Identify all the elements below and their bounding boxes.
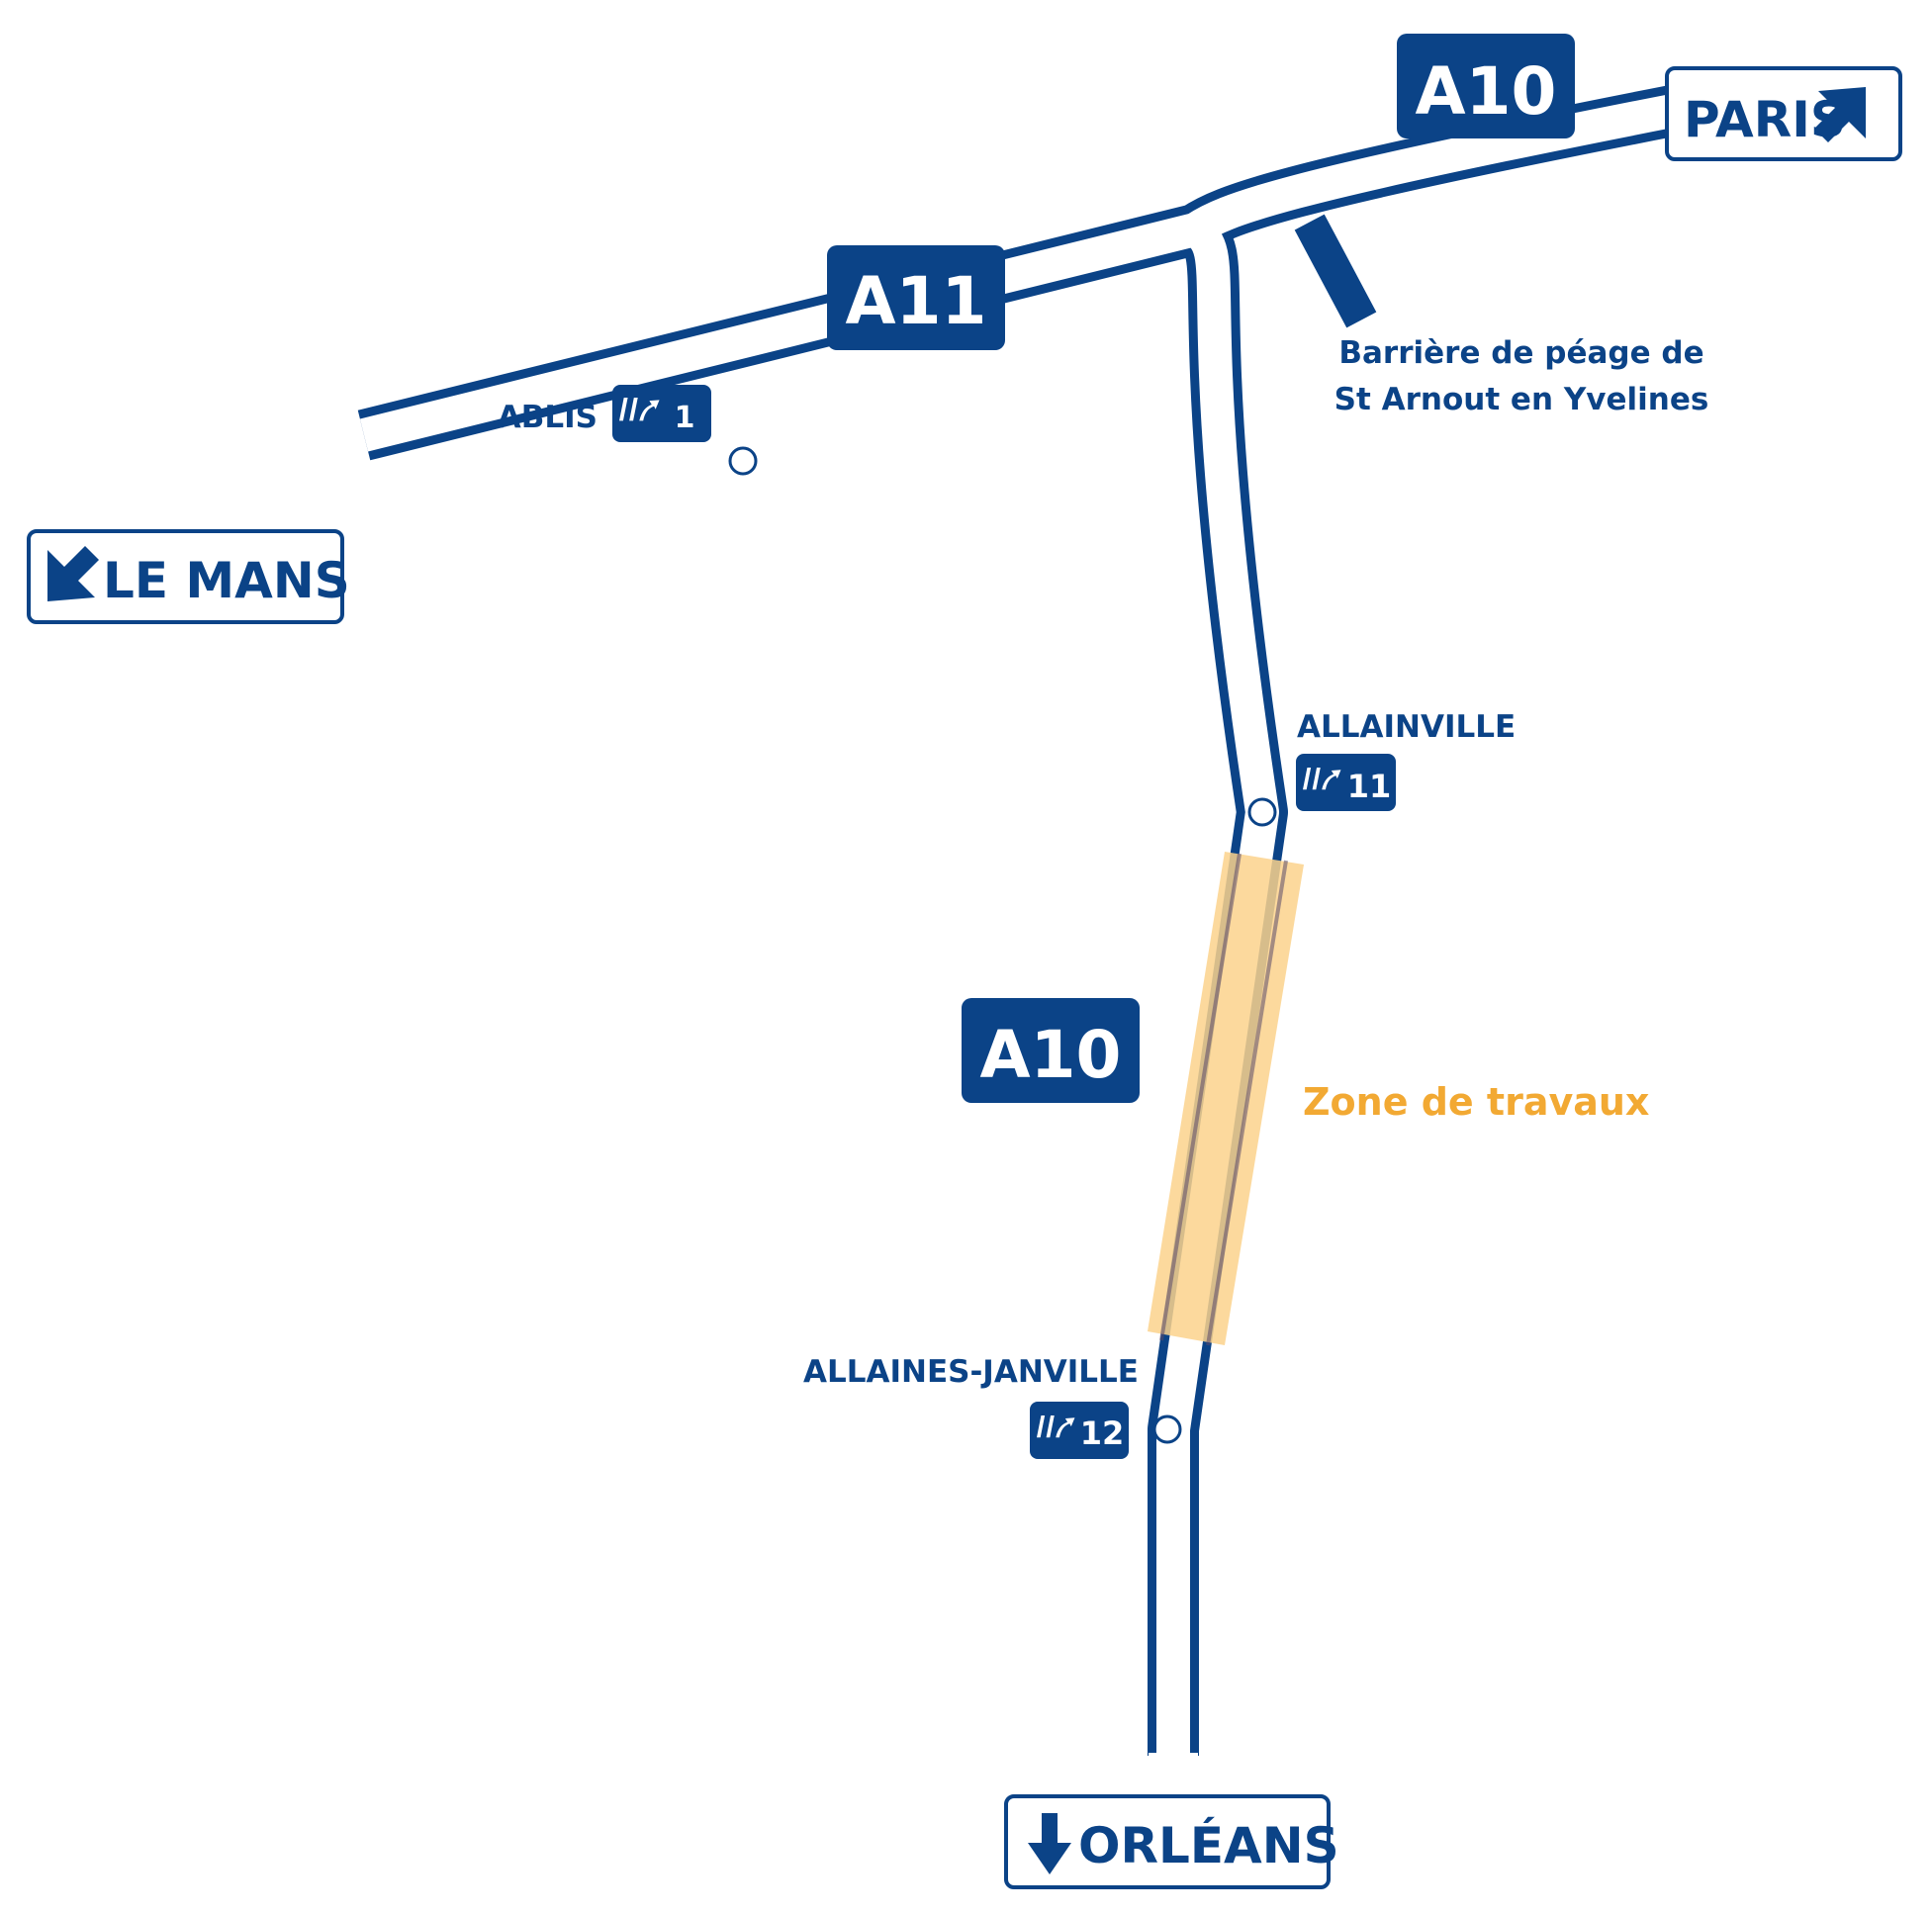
arrow-down-icon <box>1028 1813 1071 1874</box>
motorway-shield-a10-south: A10 <box>962 998 1140 1103</box>
svg-text:ORLÉANS: ORLÉANS <box>1078 1816 1339 1874</box>
toll-barrier-icon <box>1294 214 1377 328</box>
motorway-shield-a10-north: A10 <box>1397 34 1575 138</box>
svg-text:11: 11 <box>1347 768 1392 805</box>
exit-marker-allaines-janville[interactable] <box>1152 1414 1182 1444</box>
work-zone-label: Zone de travaux <box>1303 1080 1649 1124</box>
road-network <box>357 85 1678 1756</box>
svg-text:A10: A10 <box>980 1017 1122 1093</box>
work-zone-highlight <box>1148 852 1304 1345</box>
motorway-shield-a11: A11 <box>827 245 1005 350</box>
exit-name-allainville: ALLAINVILLE <box>1297 709 1516 745</box>
exit-name-allaines-janville: ALLAINES-JANVILLE <box>803 1354 1139 1390</box>
destination-sign-paris[interactable]: PARIS <box>1665 66 1902 161</box>
toll-barrier-label-line2: St Arnout en Yvelines <box>1334 382 1709 417</box>
exit-marker-allainville[interactable] <box>1247 797 1277 827</box>
svg-text:LE MANS: LE MANS <box>103 552 350 609</box>
svg-text:12: 12 <box>1080 1414 1125 1452</box>
svg-text:PARIS: PARIS <box>1684 91 1846 148</box>
arrow-down-left-icon <box>47 546 99 601</box>
exit-name-ablis: ABLIS <box>498 400 598 435</box>
toll-barrier-label-line1: Barrière de péage de <box>1338 335 1703 371</box>
exit-badge-allainville: 11 <box>1296 754 1396 811</box>
svg-text:A10: A10 <box>1416 53 1557 130</box>
svg-text:1: 1 <box>675 401 695 435</box>
arrow-up-right-icon <box>1814 87 1866 142</box>
exit-marker-ablis[interactable] <box>728 446 758 476</box>
exit-badge-ablis: 1 <box>612 385 711 442</box>
svg-text:A11: A11 <box>846 263 987 339</box>
destination-sign-le-mans[interactable]: LE MANS <box>27 529 350 624</box>
exit-badge-allaines-janville: 12 <box>1030 1402 1129 1459</box>
destination-sign-orleans[interactable]: ORLÉANS <box>1004 1794 1339 1889</box>
